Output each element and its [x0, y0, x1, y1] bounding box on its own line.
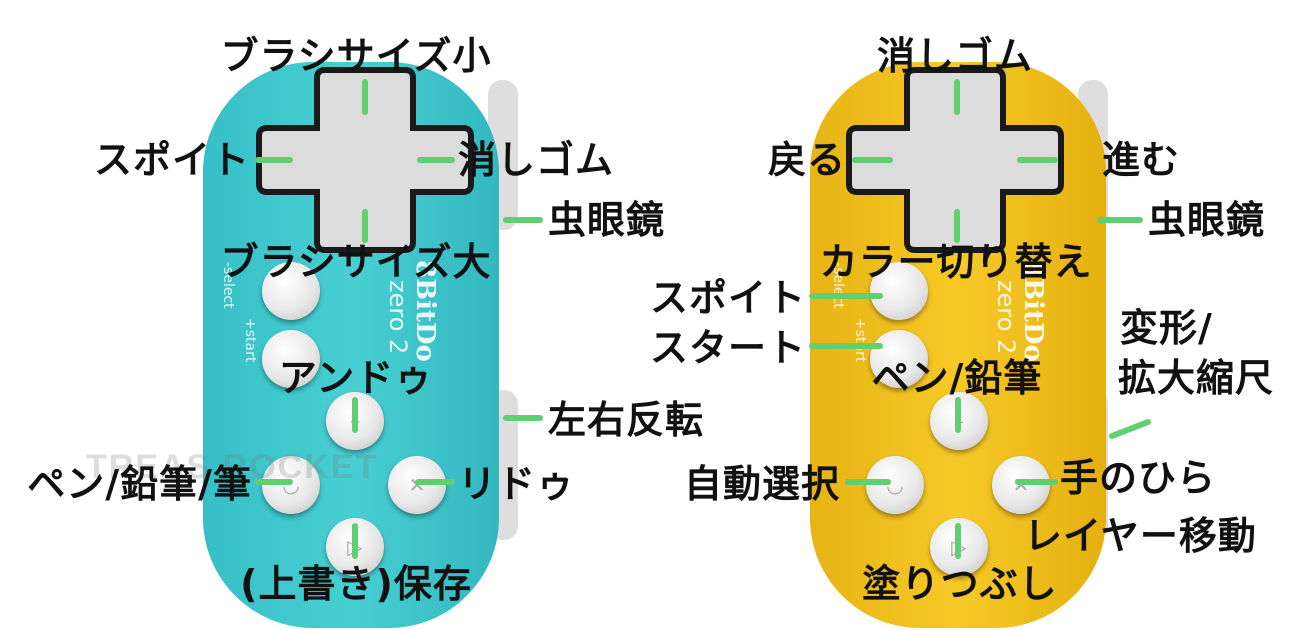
watermark: TREAS ROCKET: [86, 448, 379, 486]
label-right-l-shoulder: 虫眼鏡: [1148, 198, 1266, 242]
label-right-dpad-right: 進む: [1102, 138, 1181, 182]
label-right-dpad-down: カラー切り替え: [819, 240, 1093, 284]
label-left-a: リドゥ: [458, 462, 576, 506]
label-left-dpad-down: ブラシサイズ大: [220, 240, 492, 284]
label-left-dpad-left: スポイト: [93, 138, 250, 182]
left-start-button[interactable]: [262, 330, 320, 388]
label-right-y: 自動選択: [683, 462, 840, 506]
right-dpad-shape: [846, 67, 1064, 253]
label-left-b: (上書き)保存: [240, 562, 472, 606]
label-right-select: スポイト: [649, 276, 806, 320]
label-left-dpad-right: 消しゴム: [458, 138, 615, 182]
label-right-dpad-left: 戻る: [767, 138, 846, 182]
label-right-start: スタート: [649, 326, 806, 370]
label-right-r-shoulder-2: 拡大縮尺: [1118, 356, 1275, 400]
label-left-dpad-up: ブラシサイズ小: [220, 34, 492, 78]
label-right-a-hold: レイヤー移動: [1024, 514, 1257, 558]
label-left-x: アンドゥ: [278, 356, 434, 400]
label-right-x: ペン/鉛筆: [871, 356, 1043, 400]
label-left-l-shoulder: 虫眼鏡: [548, 198, 666, 242]
y-button-icon: ◡: [886, 473, 904, 497]
right-select-button[interactable]: [870, 262, 928, 320]
right-start-button[interactable]: [870, 330, 928, 388]
label-right-dpad-up: 消しゴム: [876, 34, 1033, 78]
label-left-r-shoulder: 左右反転: [548, 398, 705, 442]
label-right-r-shoulder-1: 変形/: [1120, 306, 1213, 350]
label-left-y: ペン/鉛筆/筆: [27, 462, 252, 506]
left-select-button[interactable]: [262, 262, 320, 320]
label-right-a: 手のひら: [1060, 456, 1217, 500]
left-dpad-icon: [256, 67, 474, 253]
line-right-r-shoulder: [1109, 419, 1151, 439]
label-right-b: 塗りつぶし: [862, 562, 1058, 606]
